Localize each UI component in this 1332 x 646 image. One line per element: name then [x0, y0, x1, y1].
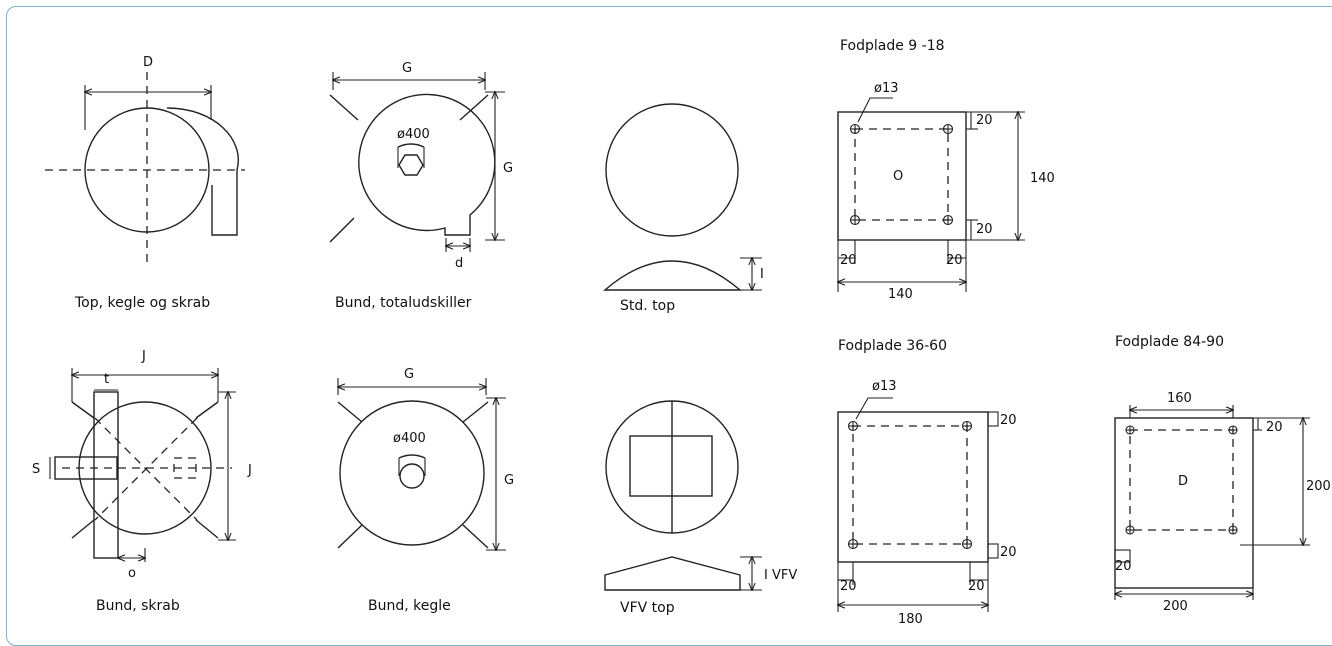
bund-totaludskiller-drawing: G G ø400 d Bund, totaludskiller	[329, 61, 513, 311]
dim-G-top-kegle: G	[404, 367, 414, 382]
dim-20-right-36: 20	[968, 579, 985, 594]
hole-label-400-kegle: ø400	[393, 431, 426, 446]
dim-G-top: G	[402, 61, 412, 76]
dim-160: 160	[1167, 391, 1192, 406]
dim-20-left: 20	[840, 253, 857, 268]
dim-J-top: J	[141, 349, 146, 364]
title-fodplade-84-90: Fodplade 84-90	[1115, 334, 1224, 350]
caption-bund-totaludskiller: Bund, totaludskiller	[335, 295, 472, 311]
title-fodplade-9-18: Fodplade 9 -18	[840, 38, 945, 54]
dim-20-right: 20	[946, 253, 963, 268]
caption-bund-skrab: Bund, skrab	[96, 598, 180, 614]
dim-d: d	[455, 256, 463, 271]
dim-140-bottom: 140	[888, 287, 913, 302]
caption-vfv-top: VFV top	[620, 600, 675, 616]
dim-IVFV: I VFV	[764, 568, 797, 583]
dim-D: D	[143, 55, 153, 70]
vfv-top-drawing: I VFV VFV top	[604, 400, 797, 616]
dim-200-side: 200	[1306, 479, 1331, 494]
bund-kegle-drawing: G G ø400 Bund, kegle	[338, 367, 514, 614]
dim-G-side-kegle: G	[504, 473, 514, 488]
dim-I: I	[760, 267, 764, 282]
top-kegle-skrab-drawing: D Top, kegle og skrab	[45, 55, 245, 311]
fodplade-9-18-drawing: Fodplade 9 -18 O ø13 140 20 20 20 20 140	[838, 38, 1055, 302]
center-mark-84: D	[1178, 474, 1188, 489]
fodplade-36-60-drawing: Fodplade 36-60 ø13 20 20 20 20 180	[838, 338, 1017, 627]
dim-180: 180	[898, 612, 923, 627]
dim-20-bottom: 20	[976, 222, 993, 237]
dim-20-top-84: 20	[1266, 420, 1283, 435]
dim-J-side: J	[247, 463, 252, 478]
hole-label-13: ø13	[874, 81, 899, 96]
caption-std-top: Std. top	[620, 298, 675, 314]
dim-20-left-84: 20	[1115, 559, 1132, 574]
dim-20-left-36: 20	[840, 579, 857, 594]
caption-top-kegle-skrab: Top, kegle og skrab	[74, 295, 210, 311]
hole-label-13-36: ø13	[872, 379, 897, 394]
dim-20-bottom-36: 20	[1000, 545, 1017, 560]
fodplade-84-90-drawing: Fodplade 84-90 D 160 200 20 20 200	[1115, 334, 1331, 614]
dim-o: o	[128, 566, 136, 581]
technical-drawing: D Top, kegle og skrab G G ø400 d Bund, t…	[32, 38, 1331, 627]
dim-20-top: 20	[976, 113, 993, 128]
bund-skrab-drawing: J J t S o Bund, skrab	[32, 349, 252, 614]
dim-200-bottom: 200	[1163, 599, 1188, 614]
hole-label-400: ø400	[397, 127, 430, 142]
center-mark: O	[893, 169, 903, 184]
std-top-drawing: I Std. top	[603, 103, 764, 314]
dim-20-top-36: 20	[1000, 413, 1017, 428]
dim-t: t	[104, 372, 109, 387]
title-fodplade-36-60: Fodplade 36-60	[838, 338, 947, 354]
dim-s: S	[32, 462, 40, 477]
dim-G-side: G	[503, 161, 513, 176]
dim-140-side: 140	[1030, 171, 1055, 186]
caption-bund-kegle: Bund, kegle	[368, 598, 451, 614]
